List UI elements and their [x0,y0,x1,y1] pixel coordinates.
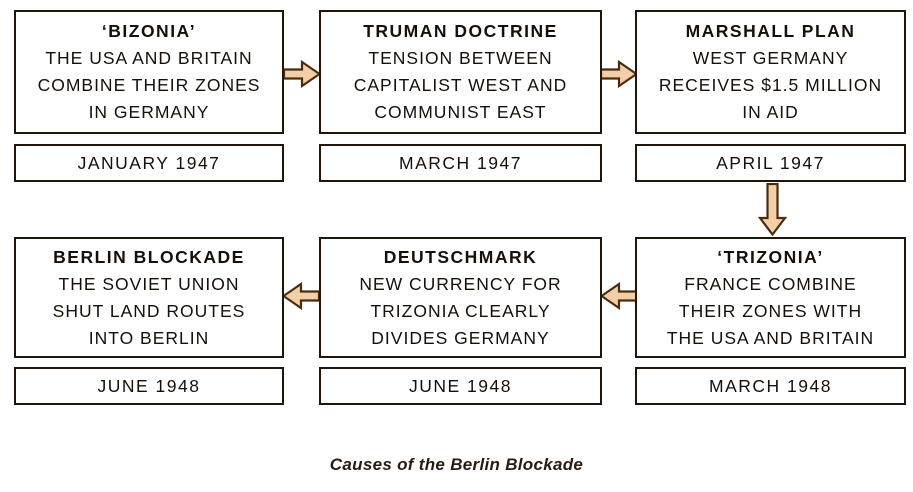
date-box-trizonia: MARCH 1948 [635,367,906,405]
event-description: FRANCE COMBINE THEIR ZONES WITH THE USA … [666,273,875,348]
date-label: MARCH 1948 [709,375,832,396]
event-box-deutschmark: DEUTSCHMARK NEW CURRENCY FOR TRIZONIA CL… [319,237,602,358]
date-label: APRIL 1947 [716,152,825,173]
arrow-left-icon [282,282,320,310]
date-label: JANUARY 1947 [77,152,221,173]
event-description: THE USA AND BRITAIN COMBINE THEIR ZONES … [37,48,261,122]
event-box-marshall-plan: MARSHALL PLAN WEST GERMANY RECEIVES $1.5… [635,10,906,134]
date-box-marshall-plan: APRIL 1947 [635,144,906,182]
arrow-left-icon [600,282,638,310]
date-box-truman-doctrine: MARCH 1947 [319,144,602,182]
event-box-trizonia: ‘TRIZONIA’ FRANCE COMBINE THEIR ZONES WI… [635,237,906,358]
event-box-bizonia: ‘BIZONIA’ THE USA AND BRITAIN COMBINE TH… [14,10,284,134]
event-title: ‘TRIZONIA’ [717,246,824,267]
event-title: BERLIN BLOCKADE [53,246,245,267]
date-box-berlin-blockade: JUNE 1948 [14,367,284,405]
event-title: MARSHALL PLAN [685,21,856,41]
event-title: DEUTSCHMARK [383,246,538,267]
date-label: MARCH 1947 [399,152,522,173]
event-title: ‘BIZONIA’ [101,21,197,41]
event-description: WEST GERMANY RECEIVES $1.5 MILLION IN AI… [658,48,883,122]
event-title: TRUMAN DOCTRINE [363,21,558,41]
event-description: NEW CURRENCY FOR TRIZONIA CLEARLY DIVIDE… [359,273,562,348]
diagram-caption: Causes of the Berlin Blockade [329,455,584,474]
event-description: THE SOVIET UNION SHUT LAND ROUTES INTO B… [52,273,246,348]
event-box-truman-doctrine: TRUMAN DOCTRINE TENSION BETWEEN CAPITALI… [319,10,602,134]
date-box-bizonia: JANUARY 1947 [14,144,284,182]
date-box-deutschmark: JUNE 1948 [319,367,602,405]
date-label: JUNE 1948 [409,375,512,396]
date-label: JUNE 1948 [97,375,201,396]
arrow-right-icon [600,60,638,88]
arrow-right-icon [283,60,321,88]
event-description: TENSION BETWEEN CAPITALIST WEST AND COMM… [353,48,568,122]
event-box-berlin-blockade: BERLIN BLOCKADE THE SOVIET UNION SHUT LA… [14,237,284,358]
arrow-down-icon [758,183,787,236]
